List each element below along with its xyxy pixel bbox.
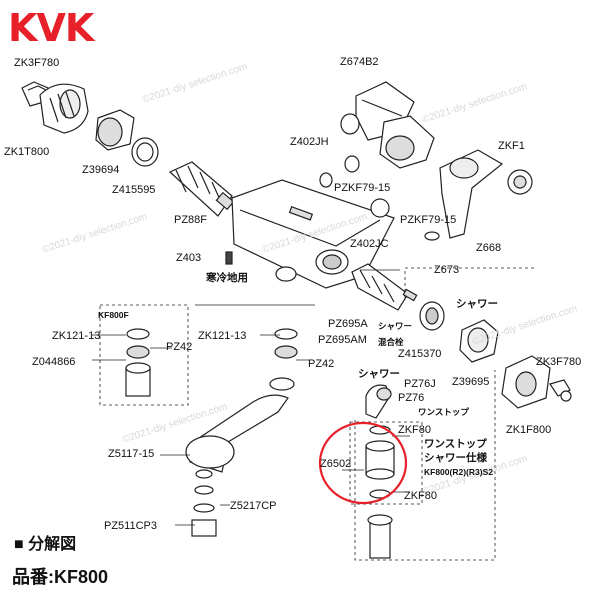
part-label: PZ88F <box>174 214 208 226</box>
pz42-fittings-part <box>274 328 298 359</box>
part-label: Z674B2 <box>340 56 379 68</box>
part-label: Z402JH <box>290 136 329 148</box>
part-label: PZ76J <box>404 378 436 390</box>
part-label: Z39695 <box>452 376 490 388</box>
part-label: Z668 <box>476 242 502 254</box>
spout-end-parts <box>191 469 217 537</box>
part-label: PZ42 <box>166 341 193 353</box>
handle-right-part <box>501 355 572 409</box>
part-label: Z5117-15 <box>108 448 155 460</box>
title-text: 分解図 <box>28 536 77 553</box>
part-label: ZK121-13 <box>198 330 247 342</box>
part-note: シャワー <box>378 321 413 331</box>
sleeve-z39695-part <box>459 319 499 363</box>
handle-left-part <box>39 83 89 134</box>
part-label: ZKF80 <box>404 490 438 502</box>
part-label: Z5217CP <box>230 500 277 512</box>
title-mark: ■ <box>14 536 24 553</box>
part-note: KF800(R2)(R3)S2 <box>424 467 493 477</box>
ring-z415370-part <box>419 301 445 331</box>
part-label: ZK3F780 <box>536 356 582 368</box>
part-label: PZ695A <box>328 318 368 330</box>
faucet-body-part <box>231 179 395 289</box>
part-label: PZ42 <box>308 358 335 370</box>
part-label: PZ76 <box>398 392 425 404</box>
ring-part <box>131 137 159 167</box>
z6502-part <box>365 425 395 499</box>
part-label: PZKF79-15 <box>400 214 457 226</box>
washer-parts <box>275 155 440 282</box>
part-label: ZKF1 <box>498 140 525 152</box>
spout-pipe-part <box>185 377 295 473</box>
part-label: Z39694 <box>82 164 120 176</box>
part-note: ワンストップ <box>424 438 487 450</box>
part-label: Z402JC <box>350 238 389 250</box>
elbow-pz76-part <box>365 384 392 419</box>
part-note: シャワー <box>456 298 498 310</box>
part-label: Z415595 <box>112 184 156 196</box>
model-label: 品番: <box>12 567 54 587</box>
part-label: ZK1F800 <box>506 424 552 436</box>
part-note: シャワー仕様 <box>424 452 487 464</box>
part-note: シャワー <box>358 368 400 380</box>
part-note: ワンストップ <box>418 407 469 417</box>
diagram-title: ■ 分解図 <box>14 530 76 554</box>
part-label: Z403 <box>176 252 202 264</box>
kf800f-fittings-part <box>125 328 151 397</box>
part-label: ZK1T800 <box>4 146 50 158</box>
part-label: Z6502 <box>320 458 352 470</box>
part-note: 寒冷地用 <box>206 272 248 284</box>
thermo-cartridge-part <box>168 161 235 217</box>
group-label: KF800F <box>98 310 129 320</box>
cap-zkf1-part <box>507 169 533 195</box>
sleeve-part <box>95 109 135 151</box>
model-value: KF800 <box>54 567 109 587</box>
brand-logo: KVK <box>8 6 94 50</box>
screw-z403-part <box>225 251 233 265</box>
part-label: PZ511CP3 <box>104 520 157 532</box>
part-label: ZKF80 <box>398 424 432 436</box>
shower-cartridge-part <box>351 263 418 311</box>
part-label: PZ695AM <box>318 334 367 346</box>
part-label: Z415370 <box>398 348 442 360</box>
part-label: Z044866 <box>32 356 76 368</box>
diverter-handle-part <box>439 149 504 239</box>
model-number: 品番:KF800 <box>12 563 108 589</box>
part-label: ZK121-13 <box>52 330 101 342</box>
part-label: PZKF79-15 <box>334 182 391 194</box>
part-label: Z673 <box>434 264 460 276</box>
highlight-circle <box>318 421 408 505</box>
part-label: ZK3F780 <box>14 57 60 69</box>
shower-adapter-part <box>367 514 393 559</box>
spout-connector-part <box>340 113 435 169</box>
part-note: 混合栓 <box>378 337 404 347</box>
